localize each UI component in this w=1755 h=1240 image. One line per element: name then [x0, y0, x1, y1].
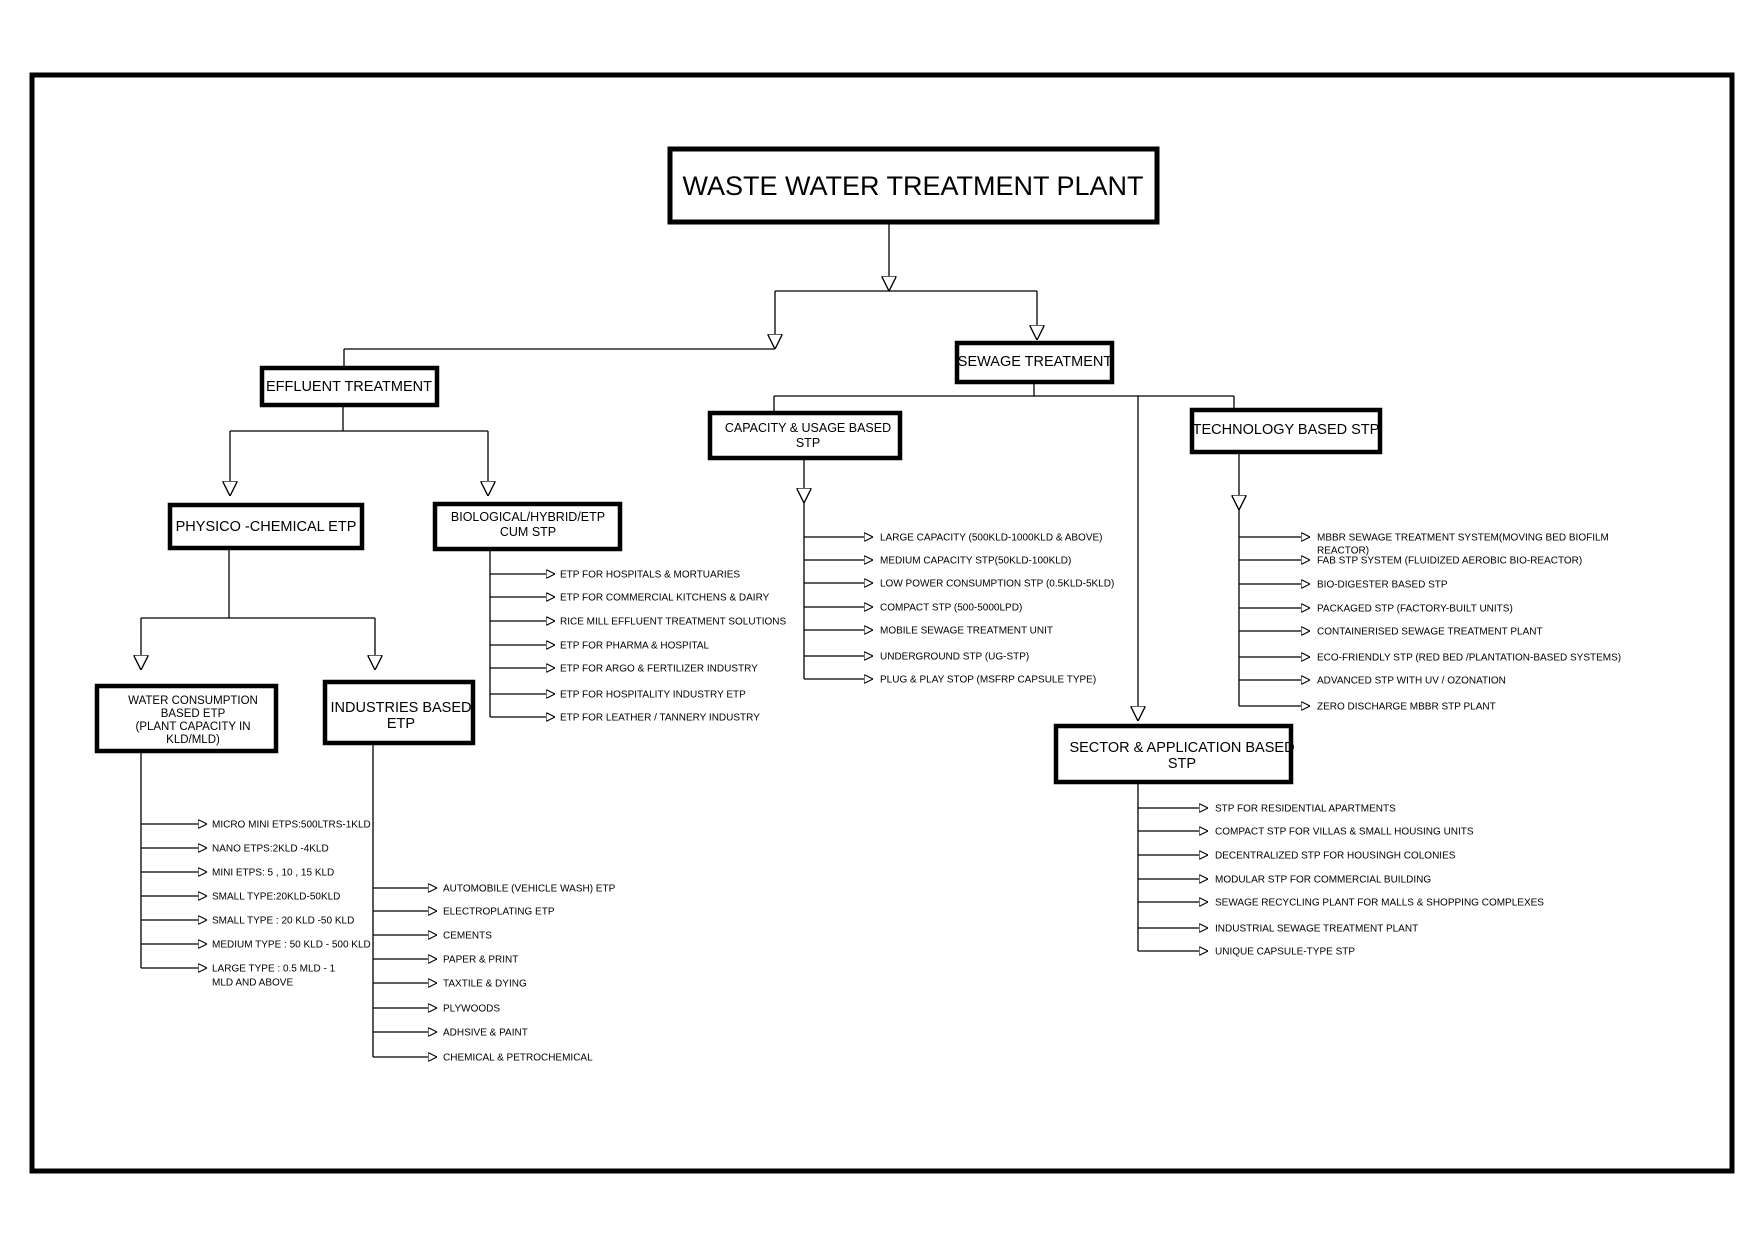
technology-item: FAB STP SYSTEM (FLUIDIZED AEROBIC BIO-RE…: [1317, 556, 1582, 567]
sector-application-label-line1: SECTOR & APPLICATION BASED: [1069, 740, 1294, 756]
industries-label-line2: ETP: [387, 716, 415, 732]
effluent-connectors: [141, 405, 488, 670]
sector-item: MODULAR STP FOR COMMERCIAL BUILDING: [1215, 875, 1431, 886]
industries-item: ELECTROPLATING ETP: [443, 907, 555, 918]
root-node: WASTE WATER TREATMENT PLANT: [667, 146, 1160, 225]
physico-chemical-etp-label: PHYSICO -CHEMICAL ETP: [176, 519, 357, 535]
item-lists: MICRO MINI ETPS:500LTRS-1KLD NANO ETPS:2K…: [140, 452, 1621, 1064]
industries-item: TAXTILE & DYING: [443, 979, 527, 990]
capacity-item: MEDIUM CAPACITY STP(50KLD-100KLD): [880, 556, 1071, 567]
technology-item: MBBR SEWAGE TREATMENT SYSTEM(MOVING BED …: [1317, 533, 1609, 544]
water-consumption-label-line4: KLD/MLD): [166, 734, 220, 746]
sector-item: STP FOR RESIDENTIAL APARTMENTS: [1215, 804, 1396, 815]
water-consumption-list: MICRO MINI ETPS:500LTRS-1KLD NANO ETPS:2K…: [140, 751, 371, 989]
technology-stp-node: TECHNOLOGY BASED STP: [1189, 407, 1383, 455]
capacity-usage-label-line2: STP: [796, 436, 820, 450]
industries-item: CHEMICAL & PETROCHEMICAL: [443, 1053, 593, 1064]
technology-item: ADVANCED STP WITH UV / OZONATION: [1317, 676, 1506, 687]
technology-list: MBBR SEWAGE TREATMENT SYSTEM(MOVING BED …: [1239, 452, 1621, 713]
sector-item: DECENTRALIZED STP FOR HOUSINGH COLONIES: [1215, 851, 1456, 862]
sector-item: COMPACT STP FOR VILLAS & SMALL HOUSING U…: [1215, 827, 1474, 838]
water-consumption-label-line2: BASED ETP: [161, 708, 226, 720]
water-consumption-item-continued: MLD AND ABOVE: [212, 978, 293, 989]
capacity-item: LOW POWER CONSUMPTION STP (0.5KLD-5KLD): [880, 579, 1114, 590]
technology-item-continued: REACTOR): [1317, 546, 1369, 557]
physico-chemical-etp-node: PHYSICO -CHEMICAL ETP: [167, 502, 365, 551]
biological-item: ETP FOR COMMERCIAL KITCHENS & DAIRY: [560, 593, 770, 604]
sewage-treatment-node: SEWAGE TREATMENT: [954, 340, 1115, 385]
industries-etp-node: INDUSTRIES BASED ETP: [322, 679, 476, 746]
sector-item: UNIQUE CAPSULE-TYPE STP: [1215, 947, 1355, 958]
sewage-connectors: [773, 382, 1235, 721]
biological-item: ETP FOR HOSPITALITY INDUSTRY ETP: [560, 690, 746, 701]
page-frame: [29, 72, 1735, 1174]
industries-label-line1: INDUSTRIES BASED: [331, 700, 472, 716]
capacity-item: UNDERGROUND STP (UG-STP): [880, 652, 1029, 663]
technology-stp-label: TECHNOLOGY BASED STP: [1193, 422, 1380, 438]
biological-item: ETP FOR PHARMA & HOSPITAL: [560, 641, 710, 652]
water-consumption-item: SMALL TYPE : 20 KLD -50 KLD: [212, 916, 354, 927]
capacity-item: PLUG & PLAY STOP (MSFRP CAPSULE TYPE): [880, 675, 1096, 686]
sector-item: SEWAGE RECYCLING PLANT FOR MALLS & SHOPP…: [1215, 898, 1544, 909]
biological-hybrid-label-line1: BIOLOGICAL/HYBRID/ETP: [451, 510, 605, 524]
water-consumption-item: SMALL TYPE:20KLD-50KLD: [212, 892, 340, 903]
biological-list: ETP FOR HOSPITALS & MORTUARIES ETP FOR CO…: [489, 549, 786, 724]
water-consumption-item: NANO ETPS:2KLD -4KLD: [212, 844, 329, 855]
technology-item: BIO-DIGESTER BASED STP: [1317, 580, 1448, 591]
capacity-usage-label-line1: CAPACITY & USAGE BASED: [725, 421, 891, 435]
water-consumption-item: MEDIUM TYPE : 50 KLD - 500 KLD: [212, 940, 371, 951]
technology-item: PACKAGED STP (FACTORY-BUILT UNITS): [1317, 604, 1513, 615]
technology-item: CONTAINERISED SEWAGE TREATMENT PLANT: [1317, 627, 1543, 638]
water-consumption-item: LARGE TYPE : 0.5 MLD - 1: [212, 964, 336, 975]
water-consumption-etp-node: WATER CONSUMPTION BASED ETP (PLANT CAPAC…: [94, 683, 279, 754]
capacity-item: LARGE CAPACITY (500KLD-1000KLD & ABOVE): [880, 533, 1103, 544]
root-title: WASTE WATER TREATMENT PLANT: [682, 171, 1143, 201]
biological-item: ETP FOR LEATHER / TANNERY INDUSTRY: [560, 713, 760, 724]
sector-application-label-line2: STP: [1168, 756, 1196, 772]
water-consumption-label-line3: (PLANT CAPACITY IN: [135, 721, 250, 733]
root-connectors: [343, 222, 1037, 368]
industries-item: ADHSIVE & PAINT: [443, 1028, 528, 1039]
industries-item: CEMENTS: [443, 931, 492, 942]
technology-item: ECO-FRIENDLY STP (RED BED /PLANTATION-BA…: [1317, 653, 1621, 664]
water-consumption-label-line1: WATER CONSUMPTION: [128, 695, 258, 707]
biological-item: RICE MILL EFFLUENT TREATMENT SOLUTIONS: [560, 617, 786, 628]
water-consumption-item: MICRO MINI ETPS:500LTRS-1KLD: [212, 820, 371, 831]
sector-application-stp-node: SECTOR & APPLICATION BASED STP: [1053, 723, 1295, 785]
water-consumption-item: MINI ETPS: 5 , 10 , 15 KLD: [212, 868, 334, 879]
industries-item: PAPER & PRINT: [443, 955, 518, 966]
sewage-treatment-label: SEWAGE TREATMENT: [958, 354, 1113, 370]
capacity-list: LARGE CAPACITY (500KLD-1000KLD & ABOVE) M…: [804, 458, 1114, 686]
biological-hybrid-label-line2: CUM STP: [500, 525, 556, 539]
technology-item: ZERO DISCHARGE MBBR STP PLANT: [1317, 702, 1496, 713]
capacity-item: MOBILE SEWAGE TREATMENT UNIT: [880, 626, 1053, 637]
capacity-usage-stp-node: CAPACITY & USAGE BASED STP: [707, 410, 903, 461]
effluent-treatment-label: EFFLUENT TREATMENT: [266, 379, 432, 395]
capacity-item: COMPACT STP (500-5000LPD): [880, 603, 1022, 614]
sector-item: INDUSTRIAL SEWAGE TREATMENT PLANT: [1215, 924, 1418, 935]
biological-item: ETP FOR ARGO & FERTILIZER INDUSTRY: [560, 664, 758, 675]
industries-item: AUTOMOBILE (VEHICLE WASH) ETP: [443, 884, 616, 895]
sector-list: STP FOR RESIDENTIAL APARTMENTS COMPACT ST…: [1137, 782, 1544, 958]
biological-item: ETP FOR HOSPITALS & MORTUARIES: [560, 570, 740, 581]
industries-item: PLYWOODS: [443, 1004, 500, 1015]
industries-list: AUTOMOBILE (VEHICLE WASH) ETP ELECTROPLAT…: [372, 743, 616, 1064]
biological-hybrid-node: BIOLOGICAL/HYBRID/ETP CUM STP: [432, 501, 623, 552]
effluent-treatment-node: EFFLUENT TREATMENT: [259, 365, 440, 408]
